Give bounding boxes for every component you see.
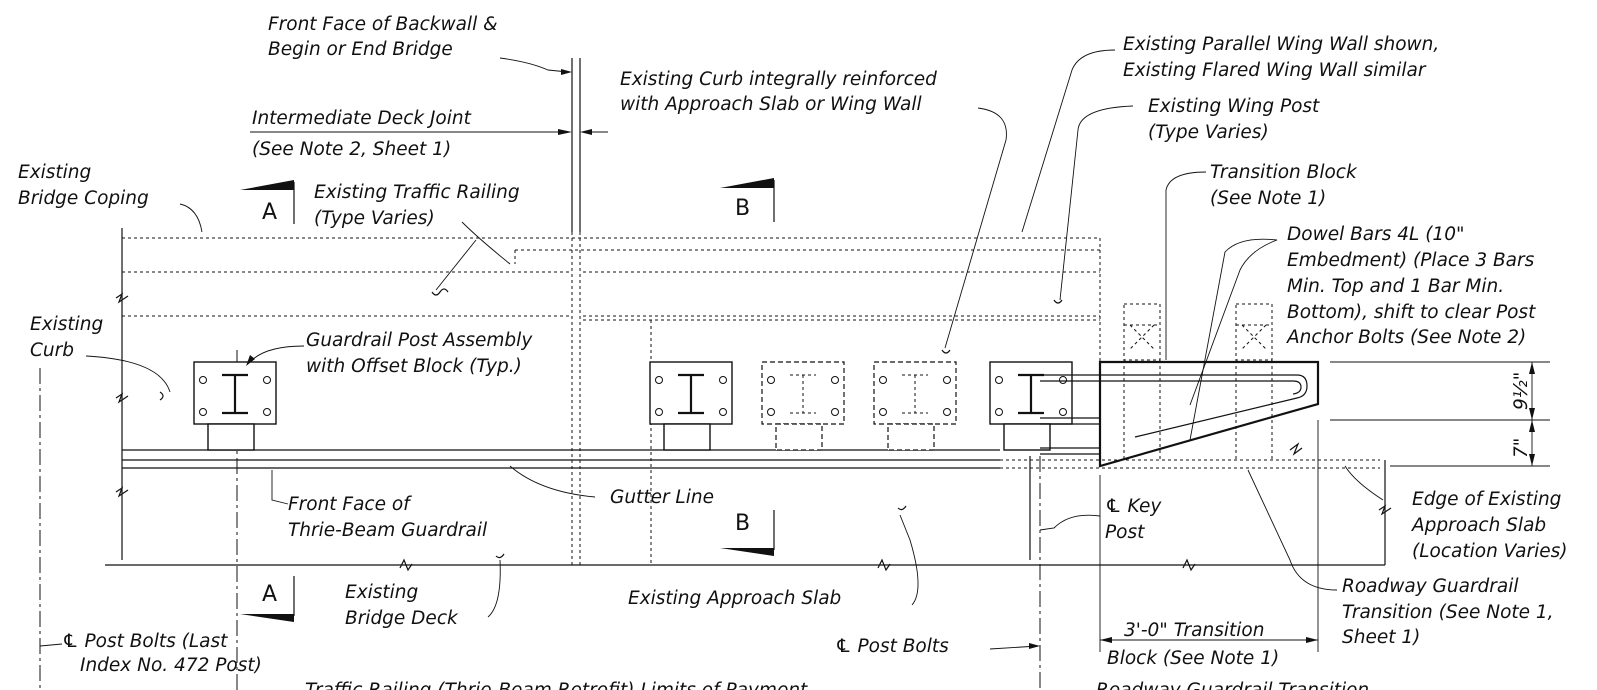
guardrail-post-dashed-1 [761, 361, 845, 451]
label-dowel-5: Anchor Bolts (See Note 2) [1286, 327, 1526, 348]
label-bridge-deck-1: Existing [345, 582, 419, 603]
structure-lines [39, 58, 1392, 690]
break-symbols [159, 288, 1303, 559]
label-edge-slab-3: (Location Varies) [1412, 541, 1567, 562]
label-transition-block-1: Transition Block [1210, 162, 1358, 183]
label-front-face-thrie-2: Thrie-Beam Guardrail [288, 520, 488, 541]
leader-lines [39, 49, 1384, 650]
label-key-post-2: Post [1105, 522, 1145, 543]
label-edge-slab-2: Approach Slab [1411, 515, 1546, 536]
label-existing-curb-1: Existing [30, 314, 104, 335]
section-mark-a-top: A [240, 180, 295, 225]
label-transition-block-2: (See Note 1) [1210, 188, 1326, 209]
section-mark-b-bottom: B [720, 510, 775, 556]
label-transition-dim-1: 3'-0" Transition [1124, 620, 1264, 641]
label-wing-post-1: Existing Wing Post [1148, 96, 1320, 117]
label-edge-slab-1: Edge of Existing [1412, 489, 1562, 510]
transition-block [1040, 303, 1320, 468]
guardrail-post-2 [649, 361, 733, 451]
section-label-a-bottom: A [262, 582, 277, 607]
label-traffic-railing-2: (Type Varies) [314, 208, 435, 229]
label-guardrail-post-2: with Offset Block (Typ.) [306, 356, 522, 377]
guardrail-post-dashed-2 [873, 361, 957, 451]
label-roadway-transition-2: Transition (See Note 1, [1342, 602, 1554, 623]
label-curb-reinforced-1: Existing Curb integrally reinforced [620, 69, 937, 90]
label-transition-dim-2: Block (See Note 1) [1107, 648, 1279, 669]
label-dowel-3: Min. Top and 1 Bar Min. [1287, 276, 1504, 297]
label-parallel-wing-2: Existing Flared Wing Wall similar [1123, 60, 1427, 81]
label-bridge-deck-2: Bridge Deck [345, 608, 459, 629]
label-dowel-1: Dowel Bars 4L (10" [1287, 224, 1464, 245]
label-last-post-2: Index No. 472 Post) [80, 655, 262, 676]
section-mark-a-bottom: A [240, 576, 295, 622]
annotation-text: Front Face of Backwall & Begin or End Br… [18, 14, 1567, 690]
label-guardrail-post-1: Guardrail Post Assembly [306, 330, 533, 351]
label-curb-reinforced-2: with Approach Slab or Wing Wall [620, 94, 922, 115]
guardrail-post-key [989, 361, 1073, 451]
label-dim-bottom: 7" [1511, 438, 1532, 458]
label-gutter-line: Gutter Line [610, 487, 714, 508]
label-payment-limits: Traffic Railing (Thrie-Beam Retrofit) Li… [305, 680, 808, 690]
label-front-face-thrie-1: Front Face of [288, 494, 412, 515]
label-last-post-1: ℄ Post Bolts (Last [62, 631, 228, 652]
label-existing-coping-2: Bridge Coping [18, 188, 149, 209]
label-front-face-backwall-1: Front Face of Backwall & [268, 14, 498, 35]
label-traffic-railing-1: Existing Traffic Railing [314, 182, 520, 203]
section-label-a-top: A [262, 200, 277, 225]
label-roadway-transition-3: Sheet 1) [1342, 627, 1420, 648]
transition-length-dimension [1099, 420, 1319, 652]
label-wing-post-2: (Type Varies) [1148, 122, 1269, 143]
guardrail-post-1 [193, 361, 277, 451]
label-parallel-wing-1: Existing Parallel Wing Wall shown, [1123, 34, 1439, 55]
label-dim-top: 9½" [1511, 372, 1532, 410]
section-label-b-top: B [735, 196, 750, 221]
section-label-b-bottom: B [735, 511, 750, 536]
label-approach-slab: Existing Approach Slab [628, 588, 841, 609]
section-mark-b-top: B [720, 178, 775, 222]
label-existing-coping-1: Existing [18, 162, 92, 183]
label-dowel-2: Embedment) (Place 3 Bars [1287, 250, 1535, 271]
vertical-dimensions [1330, 361, 1550, 467]
label-dowel-4: Bottom), shift to clear Post [1287, 302, 1536, 323]
label-intermediate-joint-1: Intermediate Deck Joint [252, 108, 472, 129]
label-roadway-transition-bottom: Roadway Guardrail Transition [1096, 680, 1369, 690]
label-key-post-1: ℄ Key [1105, 496, 1162, 517]
label-post-bolts: ℄ Post Bolts [835, 636, 949, 657]
label-existing-curb-2: Curb [30, 340, 74, 361]
label-front-face-backwall-2: Begin or End Bridge [268, 39, 453, 60]
label-intermediate-joint-2: (See Note 2, Sheet 1) [252, 139, 451, 160]
label-roadway-transition-1: Roadway Guardrail [1342, 576, 1519, 597]
